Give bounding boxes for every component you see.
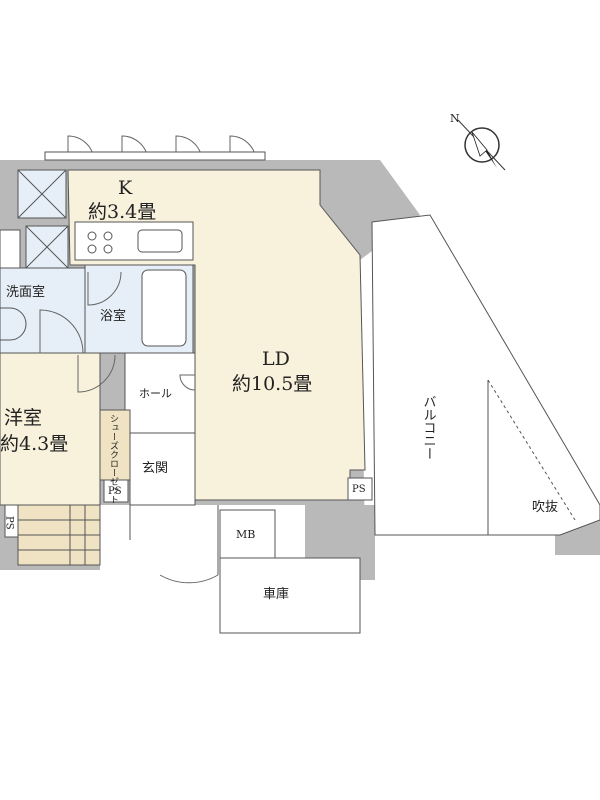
- shoe-closet-area: [99, 409, 131, 481]
- washer-space: [25, 225, 69, 269]
- staircase: [17, 504, 101, 566]
- kitchen-name: K: [118, 177, 133, 199]
- bath-name: 浴室: [100, 308, 126, 324]
- ld-name: LD: [262, 348, 290, 370]
- bathtub: [141, 269, 187, 347]
- entrance-area: [129, 432, 196, 506]
- hall-name: ホール: [139, 387, 172, 400]
- balcony-name: バルコニー: [421, 395, 437, 460]
- ps-box-right: [347, 477, 373, 501]
- atrium-name: 吹抜: [532, 499, 558, 515]
- compass-label: N: [450, 112, 460, 125]
- washbasin: [0, 229, 27, 341]
- entrance-name: 玄関: [142, 461, 168, 476]
- western-name: 洋室: [4, 407, 42, 429]
- ps-mid-name: PS: [108, 486, 122, 497]
- entry-door-swing: [159, 574, 219, 584]
- mb-area: [219, 509, 276, 559]
- top-windows: [44, 135, 266, 161]
- shoe-closet-label: シューズクローゼット: [108, 414, 119, 504]
- bath-door-swing: [87, 271, 122, 306]
- western-area: 約4.3畳: [0, 433, 68, 455]
- ps-left-name: PS: [4, 516, 15, 530]
- washroom-door-swing: [39, 309, 84, 354]
- mb-name: MB: [236, 528, 255, 541]
- svg-text:シューズクローゼット: シューズクローゼット: [108, 414, 119, 504]
- ld-area: 約10.5畳: [232, 373, 312, 395]
- western-door-swing: [77, 354, 116, 393]
- north-arrow-icon: N: [450, 112, 506, 171]
- refrigerator-space: [17, 169, 67, 219]
- kitchen-area: 約3.4畳: [88, 201, 156, 223]
- ps-right-name: PS: [352, 484, 366, 495]
- hall-door-swing: [179, 374, 196, 391]
- garage-name: 車庫: [263, 587, 289, 602]
- western-room-area: [0, 352, 101, 506]
- ps-box-mid: [103, 479, 129, 503]
- hall-area: [124, 352, 196, 434]
- balcony-area: [371, 214, 600, 536]
- garage-area: [219, 557, 361, 634]
- kitchen-counter: [74, 221, 194, 261]
- washroom-name: 洗面室: [6, 284, 45, 300]
